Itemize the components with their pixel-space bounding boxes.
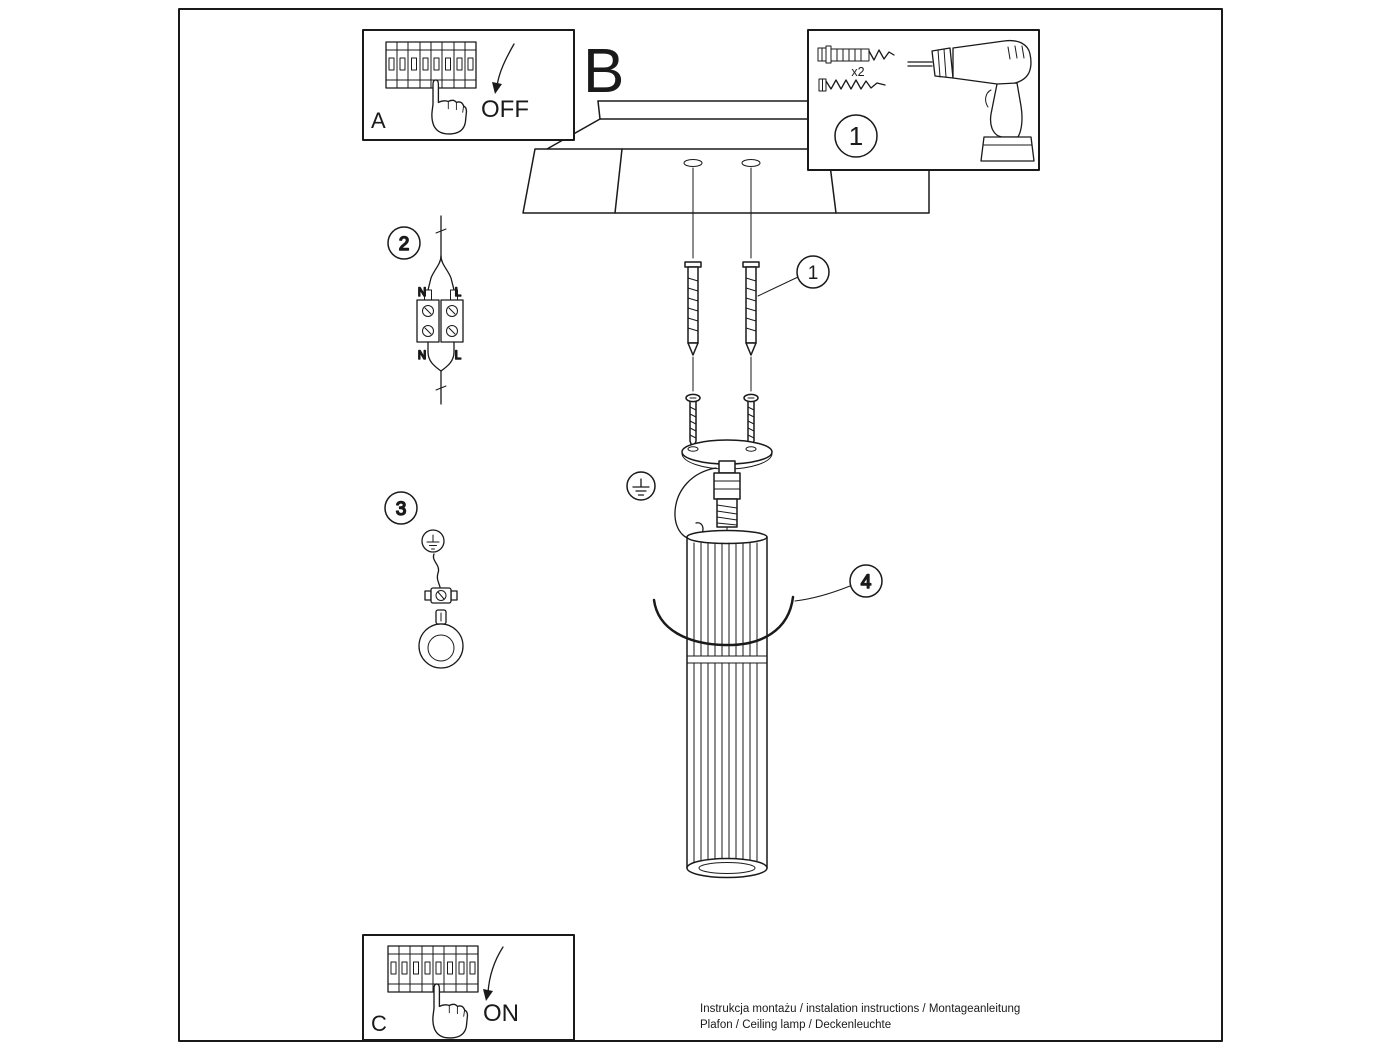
- footer: Instrukcja montażu / instalation instruc…: [700, 1003, 1020, 1031]
- panel-c-label: C: [371, 1011, 387, 1036]
- ground-wire: [432, 553, 441, 588]
- step-1-number: 1: [849, 121, 863, 151]
- lamp-tube: [686, 529, 768, 879]
- section-b-label: B: [583, 37, 624, 106]
- step-3-parts: 3: [384, 491, 464, 669]
- breaker-panel-icon: [387, 945, 479, 993]
- terminal-block-left: [416, 299, 440, 343]
- drill-icon: [907, 39, 1035, 162]
- step-2-wiring: 2 N L N L: [387, 215, 464, 405]
- on-arrowhead: [483, 989, 493, 1001]
- on-arrow-icon: [487, 946, 504, 994]
- panel-a: OFF A: [362, 29, 575, 141]
- step-2-circle: [387, 226, 421, 260]
- step-3-circle: [384, 491, 418, 525]
- terminal-block-right: [440, 299, 464, 343]
- mounting-hole-left: [683, 159, 703, 167]
- tube-bottom-rim: [686, 857, 768, 879]
- canopy-and-socket: [674, 439, 773, 540]
- off-arrowhead: [492, 82, 502, 94]
- step-1-callout-circle: [796, 255, 830, 289]
- wire-label-n-bottom: N: [418, 350, 426, 362]
- wall-anchor-right: [742, 261, 760, 356]
- step-4-circle: [849, 564, 883, 598]
- step-2-number: 2: [399, 234, 410, 255]
- wire-label-l-bottom: L: [455, 350, 462, 362]
- socket-neck: [718, 460, 736, 474]
- wire-label-n-top: N: [418, 287, 426, 299]
- anchor-quantity-label: x2: [851, 65, 864, 79]
- step-1-callout-number: 1: [808, 263, 819, 284]
- panel-c: ON C: [362, 934, 575, 1041]
- footer-line-2: Plafon / Ceiling lamp / Deckenleuchte: [700, 1019, 891, 1031]
- step-4-callout: 4: [652, 564, 883, 647]
- step-1-circle: [834, 114, 878, 158]
- mounting-bracket: [418, 623, 464, 669]
- breaker-panel-icon: [385, 41, 477, 89]
- tube-top-rim: [686, 529, 768, 545]
- switch-off-label: OFF: [481, 96, 529, 123]
- wire-label-l-top: L: [455, 287, 462, 299]
- callout-leader-line: [794, 585, 851, 602]
- step-4-number: 4: [861, 572, 872, 593]
- switch-on-label: ON: [483, 1000, 519, 1027]
- socket-body: [713, 472, 741, 500]
- callout-leader-line: [757, 276, 799, 297]
- tube-flutes: [693, 542, 758, 863]
- wall-anchor-left: [684, 261, 702, 356]
- off-arrow-icon: [496, 43, 515, 87]
- screw-icon: [818, 78, 886, 92]
- wall-anchors: 1: [684, 255, 830, 392]
- panel-a-label: A: [371, 108, 386, 133]
- footer-line-1: Instrukcja montażu / instalation instruc…: [700, 1003, 1020, 1015]
- earth-wire: [674, 467, 717, 540]
- ground-symbol: [626, 471, 656, 501]
- anchor-screw-set-icon: [817, 45, 895, 64]
- toolbox: x2 1: [807, 29, 1040, 171]
- slide-swoosh: [652, 595, 795, 647]
- step-3-number: 3: [396, 499, 407, 520]
- mounting-hole-right: [741, 159, 761, 167]
